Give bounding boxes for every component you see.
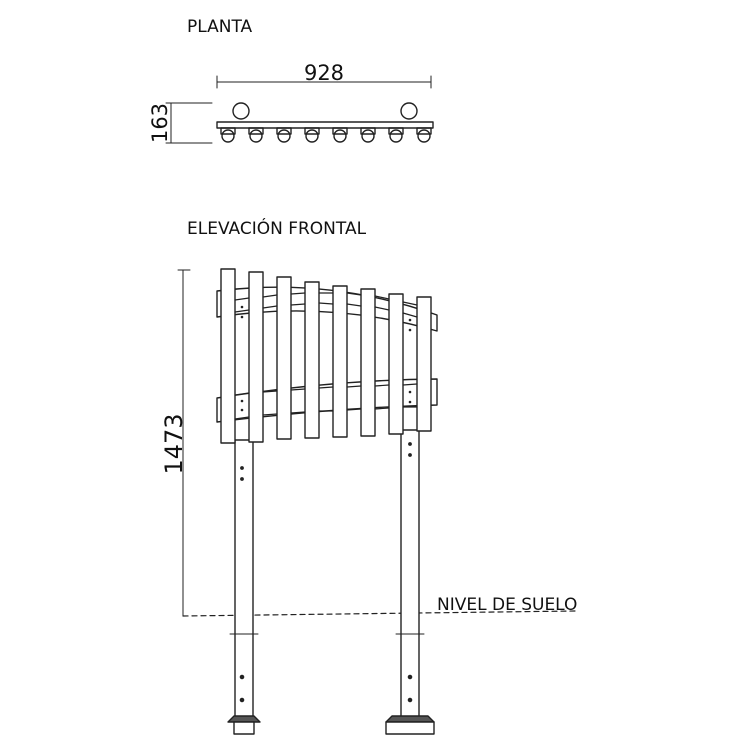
slat (416, 296, 432, 432)
slats (220, 268, 432, 444)
slat (276, 276, 292, 440)
slat (220, 268, 236, 444)
plan-view-title: PLANTA (187, 17, 253, 37)
plan-depth-dimension (165, 102, 213, 144)
front-height-dimension (177, 269, 191, 617)
front-view-title: ELEVACIÓN FRONTAL (187, 217, 367, 239)
right-post-base (385, 715, 435, 735)
left-post-base (227, 715, 261, 735)
right-post (395, 429, 425, 723)
slat (332, 285, 348, 438)
plan-width-dimension (216, 75, 432, 89)
bolts (240, 305, 412, 412)
slat (304, 281, 320, 439)
slat (248, 271, 264, 443)
plan-depth-value: 163 (148, 103, 172, 143)
plan-width-value: 928 (304, 61, 344, 85)
left-post (229, 439, 259, 723)
ground-level-label: NIVEL DE SUELO (437, 595, 577, 615)
rail-gap-segments (234, 292, 418, 420)
slat (388, 293, 404, 435)
front-height-value: 1473 (160, 413, 188, 474)
plan-outline (216, 102, 434, 143)
slat (360, 288, 376, 437)
